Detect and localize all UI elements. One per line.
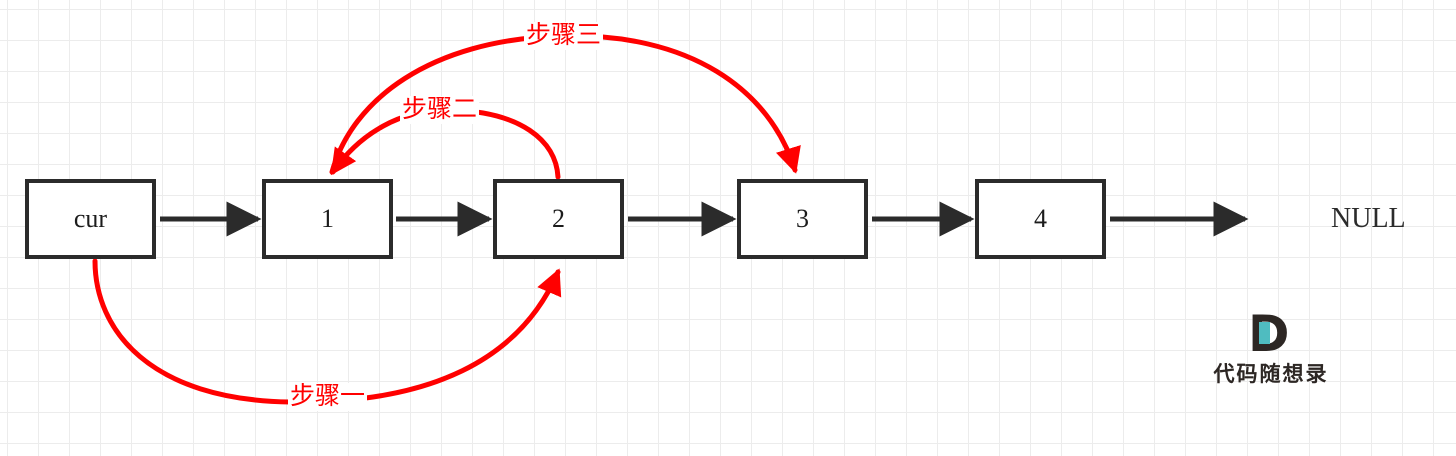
red-arrow-step-one bbox=[92, 258, 562, 405]
node-3[interactable]: 3 bbox=[737, 179, 868, 259]
watermark-text: 代码随想录 bbox=[1213, 362, 1329, 386]
node-2[interactable]: 2 bbox=[493, 179, 624, 259]
node-cur[interactable]: cur bbox=[25, 179, 156, 259]
node-label: 1 bbox=[321, 204, 334, 233]
watermark-accent-block bbox=[1259, 322, 1270, 344]
node-4[interactable]: 4 bbox=[975, 179, 1106, 259]
step-label-three: 步骤三 bbox=[524, 22, 604, 50]
node-label: 2 bbox=[552, 204, 565, 233]
null-terminal-label: NULL bbox=[1331, 203, 1406, 234]
node-label: cur bbox=[73, 204, 108, 233]
watermark: D 代码随想录 bbox=[1196, 309, 1346, 388]
step-label-two: 步骤二 bbox=[400, 96, 480, 124]
step-label-one: 步骤一 bbox=[288, 383, 368, 411]
node-label: 3 bbox=[796, 204, 809, 233]
node-label: 4 bbox=[1034, 204, 1047, 233]
watermark-logo-icon: D bbox=[1248, 309, 1294, 359]
node-1[interactable]: 1 bbox=[262, 179, 393, 259]
